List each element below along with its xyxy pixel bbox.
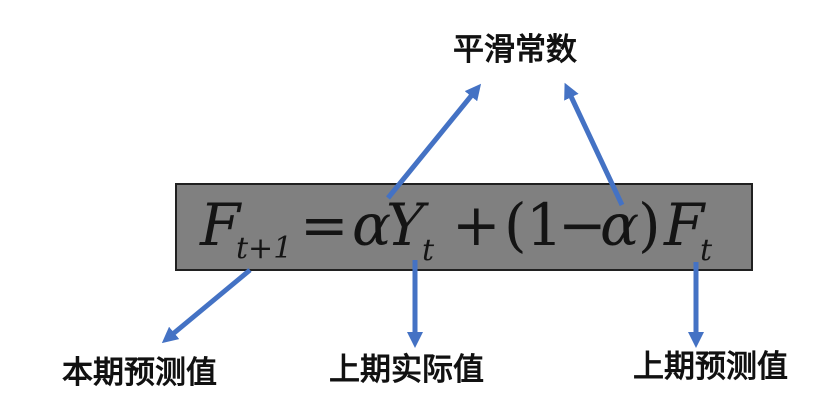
formula-F-2: F xyxy=(664,191,705,259)
formula-F: F xyxy=(200,191,241,259)
arrow-alpha2-to-smoothing-constant xyxy=(564,82,625,207)
formula-subscript-t-2: t xyxy=(700,233,713,268)
label-previous-forecast: 上期预测值 xyxy=(633,349,788,385)
label-current-forecast: 本期预测值 xyxy=(62,355,217,391)
label-previous-actual: 上期实际值 xyxy=(329,352,484,388)
formula-open-paren: ( xyxy=(504,191,527,259)
formula-plus: + xyxy=(452,191,501,259)
arrow-alpha-to-smoothing-constant xyxy=(386,83,482,200)
formula-box xyxy=(175,183,753,271)
label-smoothing-constant: 平滑常数 xyxy=(453,32,577,68)
formula-alpha: α xyxy=(352,191,392,259)
formula-equals: = xyxy=(300,191,349,259)
formula-subscript-t-plus-1: t+1 xyxy=(236,231,293,266)
formula-minus: − xyxy=(558,191,607,259)
arrow-F-to-current-forecast xyxy=(161,268,252,344)
formula-one: 1 xyxy=(526,191,563,259)
formula-subscript-t: t xyxy=(422,233,435,268)
formula-Y: Y xyxy=(386,191,425,259)
formula-close-paren: ) xyxy=(638,191,661,259)
